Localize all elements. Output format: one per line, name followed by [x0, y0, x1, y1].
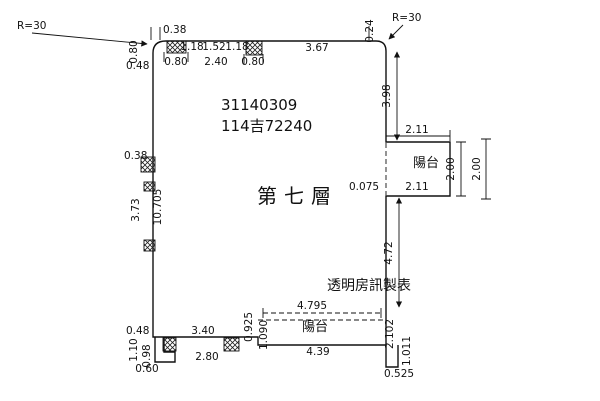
ticks-4795 — [262, 308, 382, 318]
balcony-bottom-label: 陽台 — [302, 320, 328, 335]
dim-bottom-0925: 0.925 — [243, 312, 255, 342]
dim-left-038: 0.38 — [124, 150, 147, 162]
dimline-200-outer — [481, 138, 491, 200]
dim-left-060: 0.60 — [135, 363, 158, 375]
radius-leader-right — [388, 24, 404, 40]
watermark-label: 透明房訊製表 — [327, 278, 411, 294]
dim-right-0525: 0.525 — [384, 368, 414, 380]
window-hatch-top-1 — [166, 40, 187, 54]
window-hatch-left-1 — [140, 156, 156, 173]
dimline-211-top — [385, 130, 451, 141]
dim-balcony-200-inner: 2.00 — [445, 157, 457, 180]
ticks-top-widths — [163, 52, 264, 64]
dim-balcony-211-top: 2.11 — [405, 124, 428, 136]
dim-balcony-211-bottom: 2.11 — [405, 181, 428, 193]
dim-right-398: 3.98 — [381, 84, 393, 107]
window-hatch-bottom-1 — [162, 337, 177, 352]
dim-right-472: 4.72 — [383, 241, 395, 264]
dim-top-080a: 0.80 — [164, 56, 187, 68]
bottom-right-step — [385, 345, 399, 368]
window-hatch-bottom-2 — [223, 337, 240, 352]
dim-bottom-1090: 1.090 — [258, 320, 270, 350]
window-hatch-left-3 — [143, 239, 156, 252]
dim-left-098: 0.98 — [141, 344, 153, 367]
dim-right-0075: 0.075 — [349, 181, 379, 193]
dim-r30-left: R=30 — [17, 20, 46, 32]
dim-left-110: 1.10 — [128, 338, 140, 361]
dim-right-1011: 1.011 — [401, 336, 413, 366]
dim-left-080: 0.80 — [128, 40, 140, 63]
balcony-right-label: 陽台 — [413, 156, 439, 171]
serial-number: 31140309 — [221, 96, 297, 114]
dim-top-367: 3.67 — [305, 42, 328, 54]
floor-label: 第七層 — [257, 184, 338, 208]
dim-bottom-340: 3.40 — [191, 325, 214, 337]
window-hatch-left-2 — [143, 181, 156, 192]
dim-top-080b: 0.80 — [241, 56, 264, 68]
dim-left-373: 3.73 — [130, 198, 142, 221]
tick-top-038 — [150, 27, 161, 40]
window-hatch-top-2 — [245, 40, 263, 56]
dimline-200-inner — [456, 141, 466, 197]
dim-bottom-439: 4.39 — [306, 346, 329, 358]
dim-top-118b: 1.18 — [225, 41, 248, 53]
dim-top-038: 0.38 — [163, 24, 186, 36]
registry-number: 114吉72240 — [221, 117, 312, 135]
dim-left-10705: 10.705 — [152, 189, 164, 226]
dim-left-048-bottom: 0.48 — [126, 325, 149, 337]
dim-bottom-280: 2.80 — [195, 351, 218, 363]
dim-bottom-4795: 4.795 — [297, 300, 327, 312]
dim-right-2102: 2.102 — [384, 319, 396, 349]
floor-outline — [152, 40, 451, 346]
dim-top-152: 1.52 — [202, 41, 225, 53]
dim-balcony-200-outer: 2.00 — [471, 157, 483, 180]
dim-left-048-top: 0.48 — [126, 60, 149, 72]
dim-top-118a: 1.18 — [180, 41, 203, 53]
dim-r30-right: R=30 — [392, 12, 421, 24]
dim-top-024: 0.24 — [364, 19, 376, 43]
radius-leader-left — [31, 32, 148, 47]
dim-top-240: 2.40 — [204, 56, 227, 68]
